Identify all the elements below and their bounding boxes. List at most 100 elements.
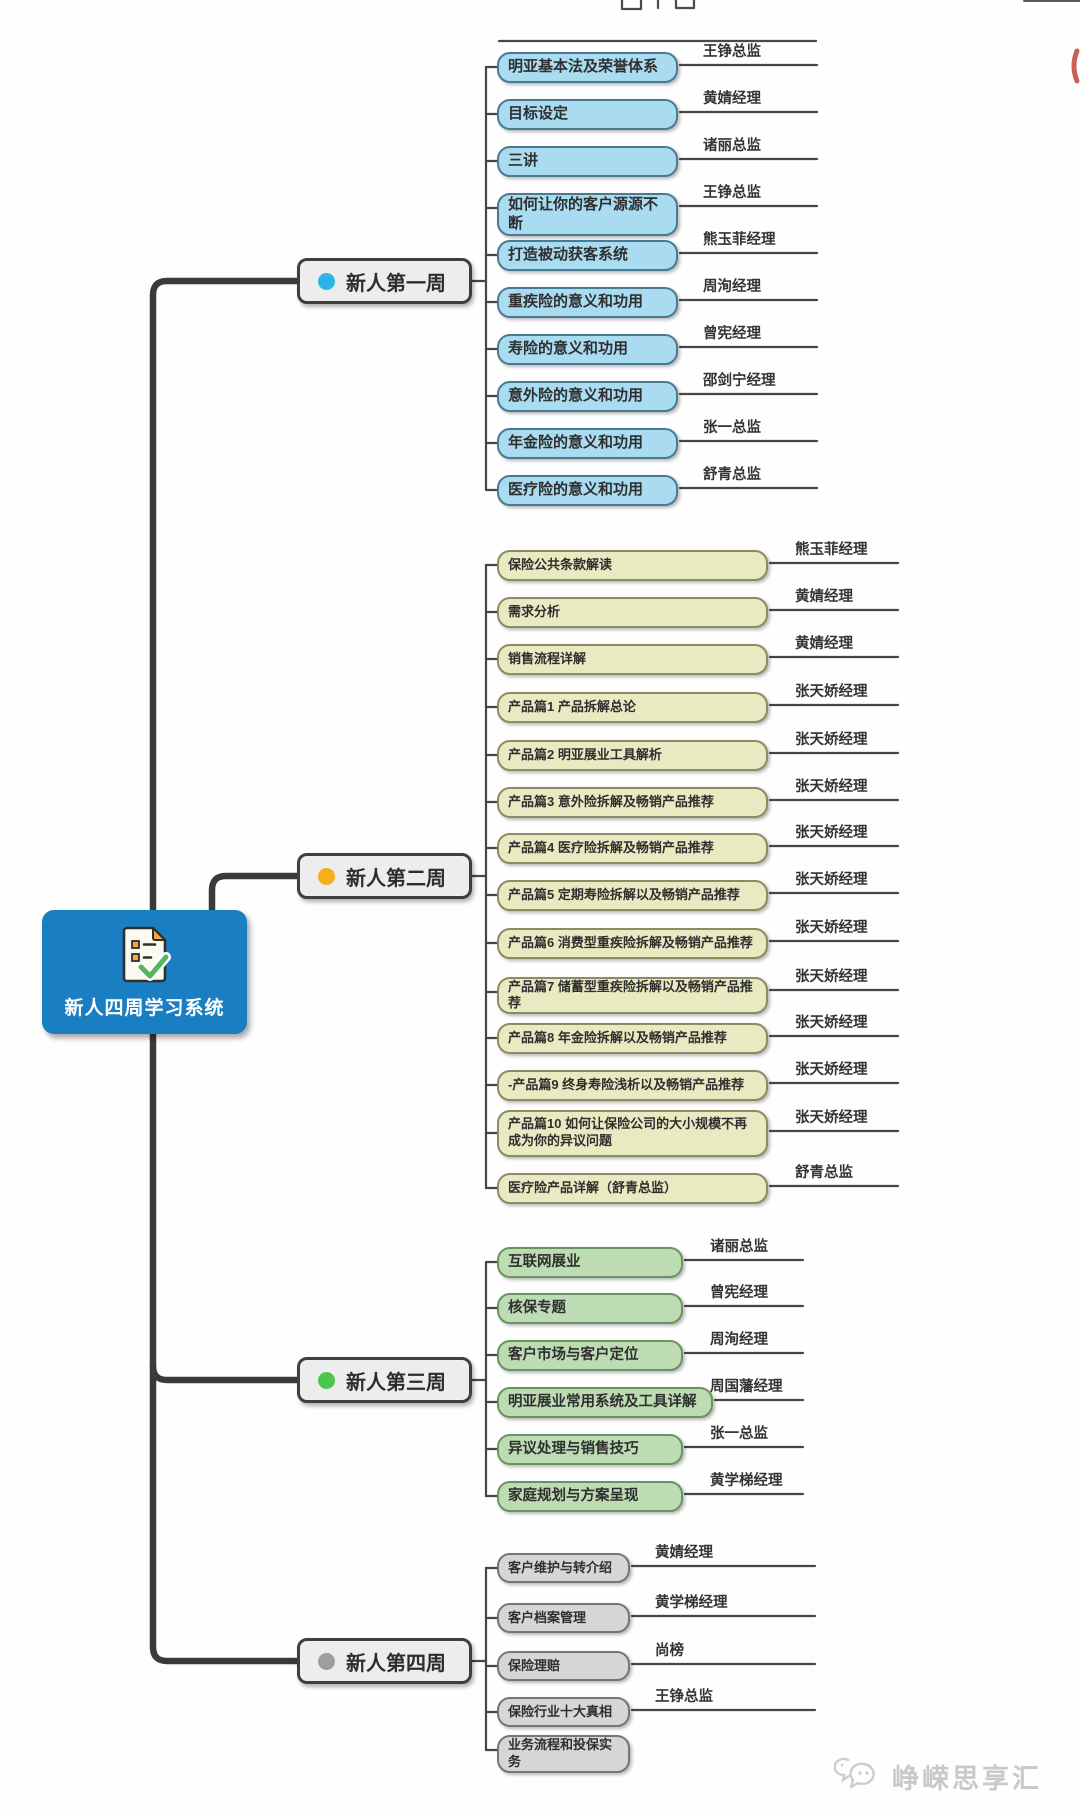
topic-label: 客户市场与客户定位 — [508, 1346, 639, 1363]
instructor-label[interactable]: 黄婧经理 — [795, 589, 853, 605]
topic-label: 保险行业十大真相 — [508, 1703, 613, 1719]
topic-label: 互联网展业 — [508, 1253, 581, 1270]
instructor-label[interactable]: 黄学梯经理 — [655, 1595, 728, 1611]
instructor-label[interactable]: 周洵经理 — [703, 279, 761, 295]
topic-label: 产品篇2 明亚展业工具解析 — [508, 746, 662, 762]
instructor-label[interactable]: 曾宪经理 — [703, 326, 761, 342]
topic-label: -产品篇9 终身寿险浅析以及畅销产品推荐 — [508, 1076, 745, 1092]
instructor-label[interactable]: 张天娇经理 — [795, 732, 868, 748]
topic-node[interactable]: 销售流程详解 — [497, 643, 768, 675]
instructor-label[interactable]: 张天娇经理 — [795, 1110, 868, 1126]
instructor-label[interactable]: 诸丽总监 — [710, 1239, 768, 1255]
instructor-label[interactable]: 张天娇经理 — [795, 779, 868, 795]
topic-node[interactable]: 如何让你的客户源源不断 — [497, 192, 678, 236]
topic-node[interactable]: 医疗险产品详解（舒青总监） — [497, 1172, 768, 1204]
watermark: 峥嵘思享汇 — [834, 1756, 1042, 1796]
instructor-label[interactable]: 熊玉菲经理 — [795, 542, 868, 558]
instructor-label[interactable]: 曾宪经理 — [710, 1285, 768, 1301]
topic-node[interactable]: 寿险的意义和功用 — [497, 333, 678, 365]
topic-node[interactable]: 明亚基本法及荣誉体系 — [497, 51, 678, 83]
chat-bubbles-icon — [834, 1757, 875, 1789]
instructor-label[interactable]: 王铮总监 — [703, 185, 761, 201]
instructor-label[interactable]: 张天娇经理 — [795, 920, 868, 936]
instructor-label[interactable]: 张一总监 — [710, 1426, 768, 1442]
topic-node[interactable]: 产品篇3 意外险拆解及畅销产品推荐 — [497, 786, 768, 818]
topic-node[interactable]: 产品篇2 明亚展业工具解析 — [497, 739, 768, 771]
topic-node[interactable]: 医疗险的意义和功用 — [497, 474, 678, 506]
topic-node[interactable]: 互联网展业 — [497, 1246, 683, 1278]
topic-node[interactable]: 产品篇1 产品拆解总论 — [497, 691, 768, 723]
root-title: 新人四周学习系统 — [64, 997, 225, 1019]
branch-color-dot — [318, 1652, 335, 1670]
topic-node[interactable]: 保险行业十大真相 — [497, 1697, 630, 1727]
instructor-label[interactable]: 张天娇经理 — [795, 1015, 868, 1031]
instructor-label[interactable]: 黄学梯经理 — [710, 1473, 783, 1489]
topic-label: 需求分析 — [508, 603, 561, 619]
topic-node[interactable]: 年金险的意义和功用 — [497, 427, 678, 459]
topic-node[interactable]: 异议处理与销售技巧 — [497, 1433, 683, 1465]
instructor-label[interactable]: 周洵经理 — [710, 1332, 768, 1348]
branch-node-week-2[interactable]: 新人第二周 — [297, 853, 472, 899]
instructor-label[interactable]: 黄婧经理 — [655, 1545, 713, 1561]
topic-node[interactable]: 重疾险的意义和功用 — [497, 286, 678, 318]
instructor-label[interactable]: 舒青总监 — [703, 467, 761, 483]
branch-label: 新人第三周 — [346, 1371, 446, 1394]
topic-node[interactable]: 客户市场与客户定位 — [497, 1339, 683, 1371]
instructor-label[interactable]: 张一总监 — [703, 420, 761, 436]
branch-color-dot — [318, 867, 335, 885]
topic-node[interactable]: 客户维护与转介绍 — [497, 1553, 630, 1583]
checklist-document-icon — [122, 926, 171, 982]
instructor-label[interactable]: 张天娇经理 — [795, 825, 868, 841]
topic-label: 如何让你的客户源源不断 — [508, 195, 659, 233]
instructor-label[interactable]: 王铮总监 — [703, 44, 761, 60]
topic-node[interactable]: 家庭规划与方案呈现 — [497, 1480, 683, 1512]
topic-node[interactable]: 产品篇6 消费型重疾险拆解及畅销产品推荐 — [497, 927, 768, 959]
branch-label: 新人第二周 — [346, 867, 446, 890]
topic-node[interactable]: 业务流程和投保实务 — [497, 1735, 630, 1773]
branch-node-week-4[interactable]: 新人第四周 — [297, 1638, 472, 1684]
topic-label: 客户维护与转介绍 — [508, 1559, 613, 1575]
topic-label: 产品篇6 消费型重疾险拆解及畅销产品推荐 — [508, 934, 753, 950]
topic-node[interactable]: 核保专题 — [497, 1292, 683, 1324]
topic-label: 目标设定 — [508, 105, 569, 123]
instructor-label[interactable]: 尚榜 — [655, 1643, 684, 1659]
topic-label: 医疗险产品详解（舒青总监） — [508, 1179, 678, 1195]
topic-node[interactable]: 保险公共条款解读 — [497, 549, 768, 581]
topic-node[interactable]: 保险理赔 — [497, 1651, 630, 1681]
instructor-label[interactable]: 邵剑宁经理 — [703, 373, 776, 389]
instructor-label[interactable]: 黄婧经理 — [795, 636, 853, 652]
root-node[interactable]: 新人四周学习系统 — [42, 910, 247, 1034]
topic-node[interactable]: 产品篇7 储蓄型重疾险拆解以及畅销产品推荐 — [497, 976, 768, 1015]
instructor-label[interactable]: 王铮总监 — [655, 1689, 713, 1705]
topic-node[interactable]: 目标设定 — [497, 98, 678, 130]
instructor-label[interactable]: 诸丽总监 — [703, 138, 761, 154]
topic-node[interactable]: 产品篇5 定期寿险拆解以及畅销产品推荐 — [497, 879, 768, 911]
topic-label: 客户档案管理 — [508, 1609, 587, 1625]
topic-node[interactable]: 明亚展业常用系统及工具详解 — [497, 1386, 713, 1418]
topic-node[interactable]: 产品篇10 如何让保险公司的大小规模不再成为你的异议问题 — [497, 1109, 768, 1157]
topic-node[interactable]: 需求分析 — [497, 596, 768, 628]
instructor-label[interactable]: 舒青总监 — [795, 1165, 853, 1181]
watermark-text: 峥嵘思享汇 — [892, 1763, 1042, 1794]
instructor-label[interactable]: 熊玉菲经理 — [703, 232, 776, 248]
topic-node[interactable]: 客户档案管理 — [497, 1603, 630, 1633]
branch-node-week-1[interactable]: 新人第一周 — [297, 258, 472, 304]
instructor-label[interactable]: 周国藩经理 — [710, 1379, 783, 1395]
instructor-label[interactable]: 黄婧经理 — [703, 91, 761, 107]
topic-node[interactable]: 意外险的意义和功用 — [497, 380, 678, 412]
topic-label: 产品篇10 如何让保险公司的大小规模不再成为你的异议问题 — [508, 1116, 748, 1148]
topic-node[interactable]: 产品篇8 年金险拆解以及畅销产品推荐 — [497, 1022, 768, 1054]
instructor-label[interactable]: 张天娇经理 — [795, 969, 868, 985]
instructor-label[interactable]: 张天娇经理 — [795, 872, 868, 888]
topic-node[interactable]: 三讲 — [497, 145, 678, 177]
topic-node[interactable]: 打造被动获客系统 — [497, 239, 678, 271]
instructor-label[interactable]: 张天娇经理 — [795, 1062, 868, 1078]
branch-node-week-3[interactable]: 新人第三周 — [297, 1357, 472, 1403]
instructor-label[interactable]: 张天娇经理 — [795, 684, 868, 700]
topic-label: 重疾险的意义和功用 — [508, 293, 644, 311]
topic-label: 产品篇3 意外险拆解及畅销产品推荐 — [508, 793, 714, 809]
topic-node[interactable]: 产品篇4 医疗险拆解及畅销产品推荐 — [497, 832, 768, 864]
topic-node[interactable]: -产品篇9 终身寿险浅析以及畅销产品推荐 — [497, 1069, 768, 1101]
